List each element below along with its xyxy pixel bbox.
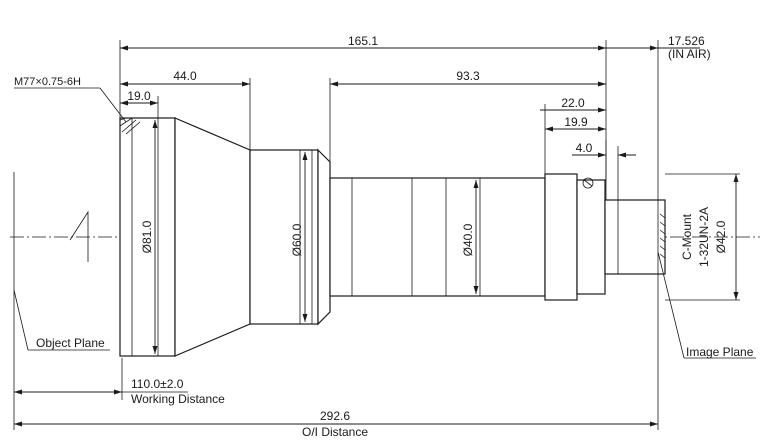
thread-callout: M77×0.75-6H [14,76,127,123]
dim-42-label: Ø42.0 [714,220,728,253]
taper-section [174,117,251,357]
oi-distance-label: O/I Distance [302,425,368,439]
dim-165-label: 165.1 [348,34,378,48]
object-plane: Object Plane [13,172,110,430]
c-mount-stub [604,199,666,275]
dim-mount-depth: 4.0 [572,140,636,200]
dim-rear-b: 19.9 [545,115,606,132]
dim-199-label: 19.9 [564,115,588,129]
dim-rear-section: 93.3 [330,69,606,87]
dim-rear-diameter: Ø40.0 [461,180,479,294]
dim-17526-label: 17.526 [668,34,705,48]
mid-barrel [249,149,319,325]
thread-label: M77×0.75-6H [14,76,81,88]
mount-flange [576,179,606,295]
rear-collar [544,173,578,301]
dim-back-focal: 17.526 (IN AIR) [606,34,711,61]
dim-22-label: 22.0 [561,96,585,110]
object-plane-label: Object Plane [36,336,105,350]
dim-rear-a: 22.0 [540,96,606,113]
dim-thread-depth: 19.0 [120,89,158,106]
image-plane-label: Image Plane [686,345,754,359]
dim-60-label: Ø60.0 [290,223,304,256]
mount-type-label: C-Mount [680,213,694,260]
dim-mount-diameter: C-Mount 1-32UN-2A Ø42.0 [665,173,740,301]
dim-front-diameter: Ø81.0 [140,120,158,354]
mount-thread-hatch [659,213,666,259]
dim-93-label: 93.3 [456,69,480,83]
image-plane: Image Plane [657,195,756,430]
lock-screw-icon [582,177,594,189]
dim-working-distance: 110.0±2.0 Working Distance [14,377,225,406]
working-distance-value: 110.0±2.0 [131,377,184,391]
dim-oi-distance: 292.6 O/I Distance [14,409,658,439]
dim-4-label: 4.0 [576,141,593,155]
dim-81-label: Ø81.0 [140,220,154,253]
dim-overall-length: 165.1 [120,34,606,51]
dim-inair-label: (IN AIR) [668,47,711,61]
front-barrel [119,117,176,357]
rear-barrel [329,177,546,297]
extension-lines [119,40,659,400]
oi-distance-value: 292.6 [320,409,350,423]
dim-40-label: Ø40.0 [461,223,475,256]
mount-thread-label: 1-32UN-2A [697,207,711,267]
dim-front-length: 44.0 [120,69,250,87]
dim-19-label: 19.0 [127,89,151,103]
dim-mid-diameter: Ø60.0 [290,152,308,322]
dim-44-label: 44.0 [173,69,197,83]
working-distance-label: Working Distance [131,392,225,406]
lens-body [119,117,666,357]
